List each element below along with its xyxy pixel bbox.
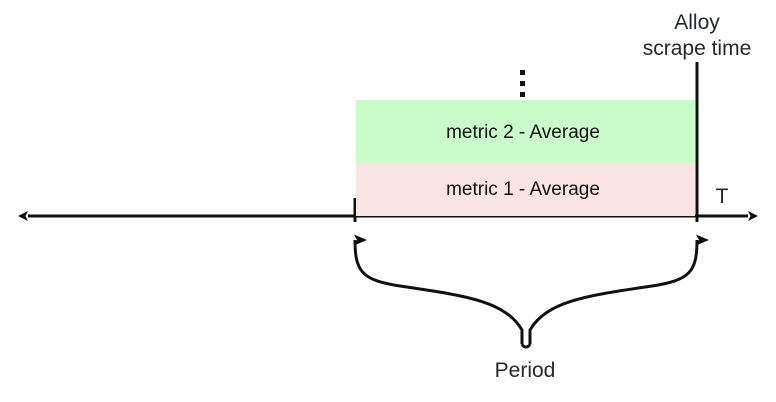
period-brace-tip [520,343,532,349]
vertical-ellipsis-icon [520,70,525,97]
period-brace-right-arm [528,234,709,344]
period-brace [353,234,709,349]
metric-2-bar[interactable]: metric 2 - Average [356,100,695,163]
metric-1-bar-rect [356,163,695,216]
period-label: Period [495,359,556,382]
metric-1-bar-label: metric 1 - Average [446,179,600,200]
scrape-time-label: Alloy scrape time [643,11,752,60]
metric-2-bar-rect [356,100,695,163]
metric-1-bar[interactable]: metric 1 - Average [356,163,695,216]
time-axis-label: T [716,185,729,208]
period-brace-left-arm [353,234,524,344]
scrape-time-label-line2: scrape time [643,37,752,60]
metric-2-bar-label: metric 2 - Average [446,122,600,143]
scrape-time-label-line1: Alloy [674,11,720,34]
